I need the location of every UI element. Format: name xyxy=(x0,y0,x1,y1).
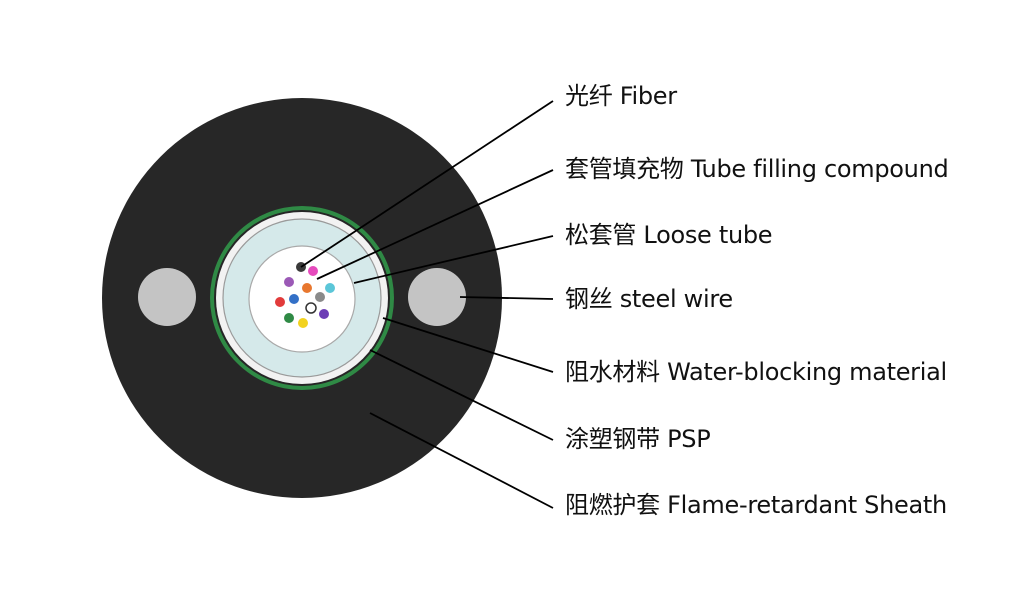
steel-wire-left xyxy=(138,268,196,326)
label-loose-tube: 松套管 Loose tube xyxy=(565,221,772,249)
leader-line-water-blocking xyxy=(382,317,554,373)
fiber xyxy=(319,309,329,319)
tube-filling-compound-ring-edge xyxy=(222,218,382,378)
leader-line-steel-wire xyxy=(459,296,554,300)
fiber xyxy=(275,297,285,307)
label-tube-filling-compound: 套管填充物 Tube filling compound xyxy=(565,155,948,183)
fiber xyxy=(284,277,294,287)
leader-line-loose-tube xyxy=(353,235,554,284)
fiber xyxy=(325,283,335,293)
fiber xyxy=(284,313,294,323)
fiber xyxy=(308,266,318,276)
leader-line-filling xyxy=(316,169,554,280)
label-steel-wire: 钢丝 steel wire xyxy=(565,285,733,313)
fiber xyxy=(305,302,317,314)
leader-line-sheath xyxy=(369,412,554,509)
steel-wire-right xyxy=(408,268,466,326)
label-flame-retardant-sheath: 阻燃护套 Flame-retardant Sheath xyxy=(565,491,947,519)
label-psp: 涂塑钢带 PSP xyxy=(565,425,710,453)
leader-line-fiber xyxy=(300,100,554,268)
loose-tube-edge xyxy=(248,245,356,353)
fiber xyxy=(315,292,325,302)
fiber xyxy=(298,318,308,328)
fiber xyxy=(289,294,299,304)
leader-line-psp xyxy=(369,349,554,441)
fiber xyxy=(302,283,312,293)
label-water-blocking-material: 阻水材料 Water-blocking material xyxy=(565,358,947,386)
leader-lines xyxy=(300,100,554,509)
loose-tube xyxy=(249,246,355,352)
label-fiber: 光纤 Fiber xyxy=(565,82,677,110)
component-labels: 光纤 Fiber 套管填充物 Tube filling compound 松套管… xyxy=(565,82,949,519)
